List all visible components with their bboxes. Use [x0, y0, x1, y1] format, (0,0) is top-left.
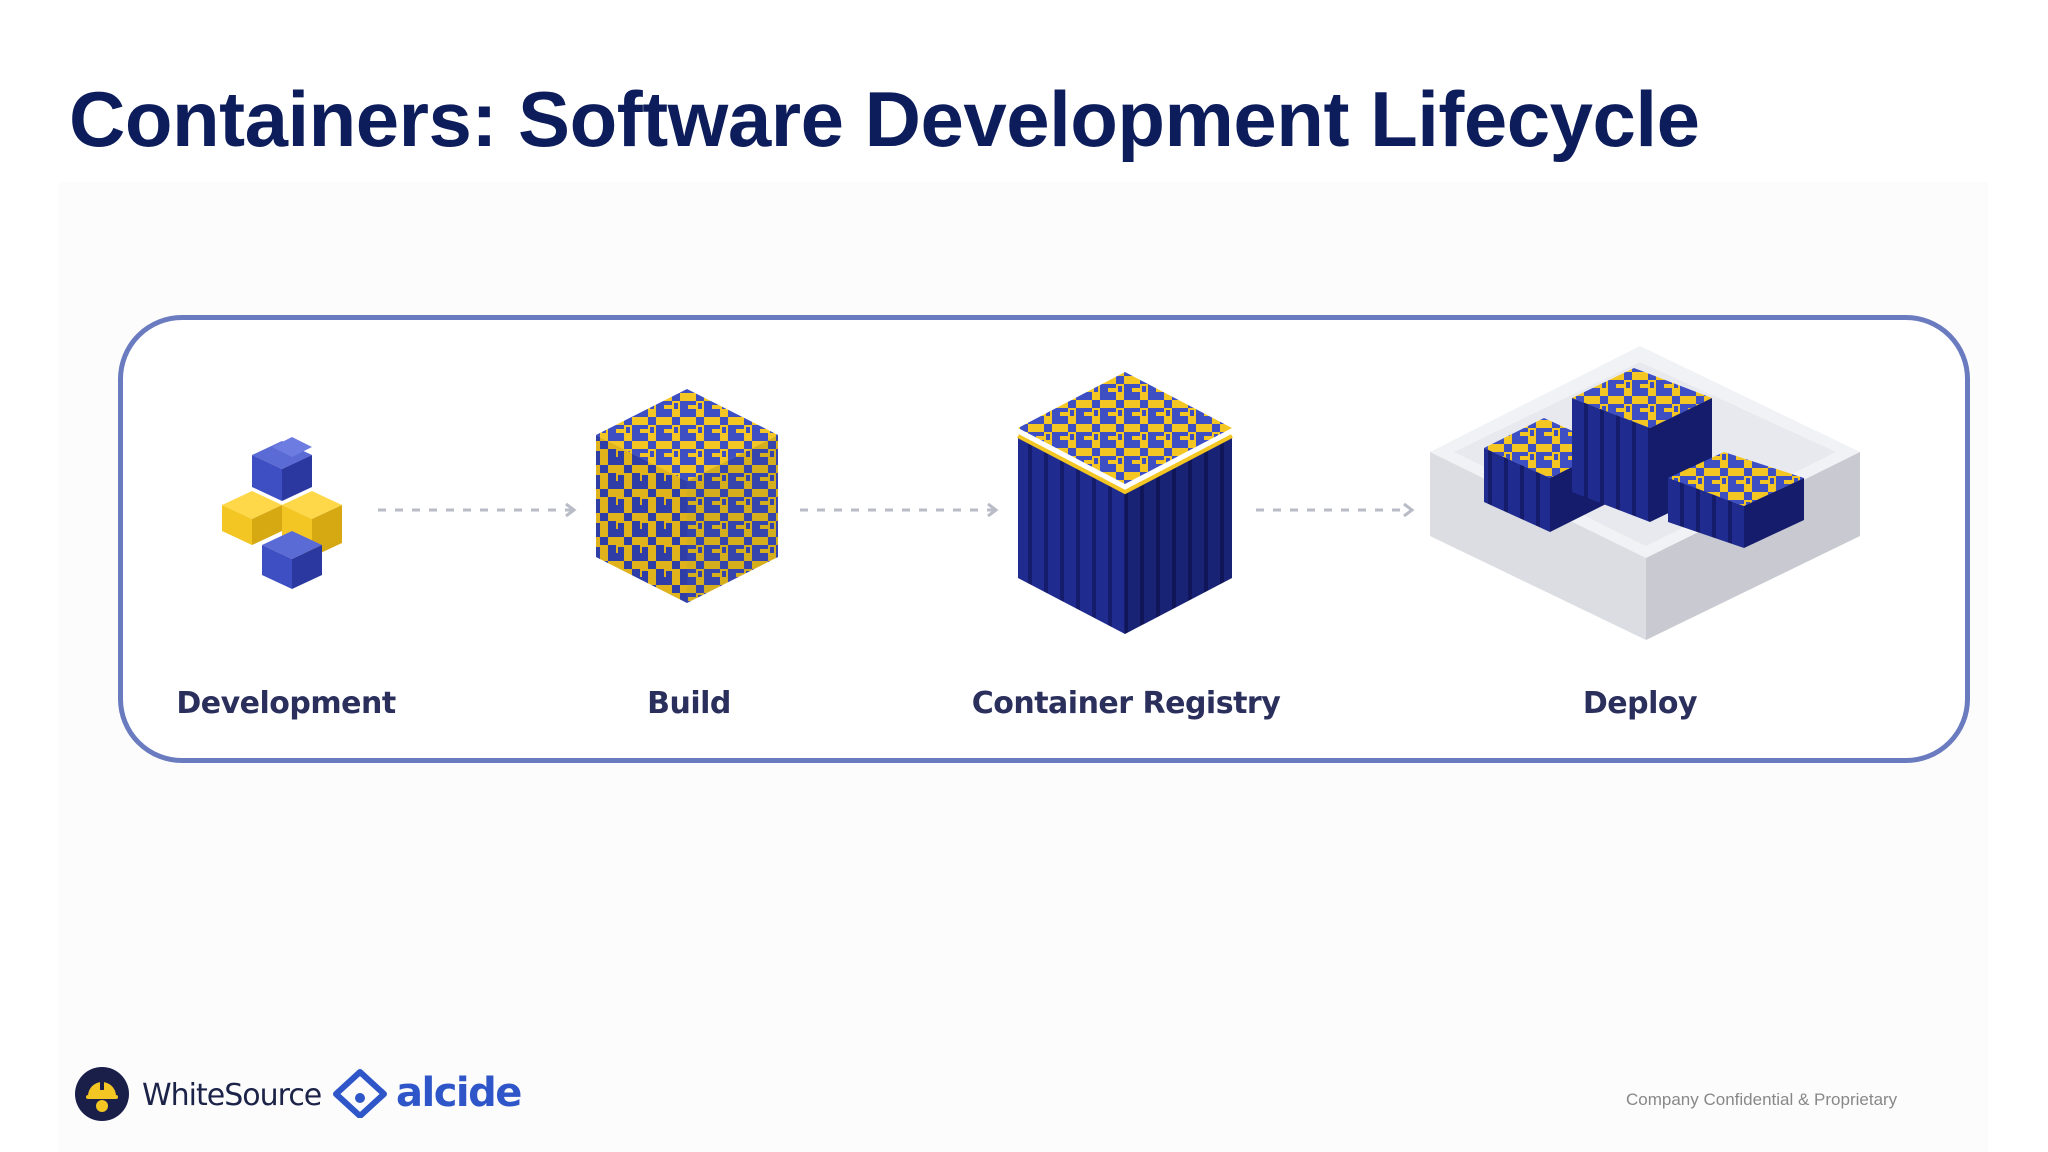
flow-arrow-3 [1256, 502, 1415, 518]
stage-label-container-registry: Container Registry [971, 686, 1281, 721]
confidentiality-note: Company Confidential & Proprietary [1626, 1090, 1898, 1109]
whitesource-logo-text: WhiteSource [142, 1078, 322, 1113]
slide-title: Containers: Software Development Lifecyc… [69, 75, 1700, 163]
stage-label-development: Development [176, 686, 396, 721]
whitesource-logo-icon [75, 1067, 129, 1121]
build-cube-icon [596, 389, 778, 603]
dev-blocks-icon [222, 437, 342, 589]
flow-arrow-1 [378, 502, 577, 518]
stage-label-deploy: Deploy [1582, 686, 1698, 721]
alcide-logo-text: alcide [396, 1070, 522, 1116]
container-registry-icon [1017, 372, 1233, 634]
alcide-logo-icon [333, 1069, 387, 1118]
stage-label-build: Build [647, 686, 731, 721]
flow-arrow-2 [800, 502, 999, 518]
deploy-tray-icon [1430, 346, 1860, 640]
